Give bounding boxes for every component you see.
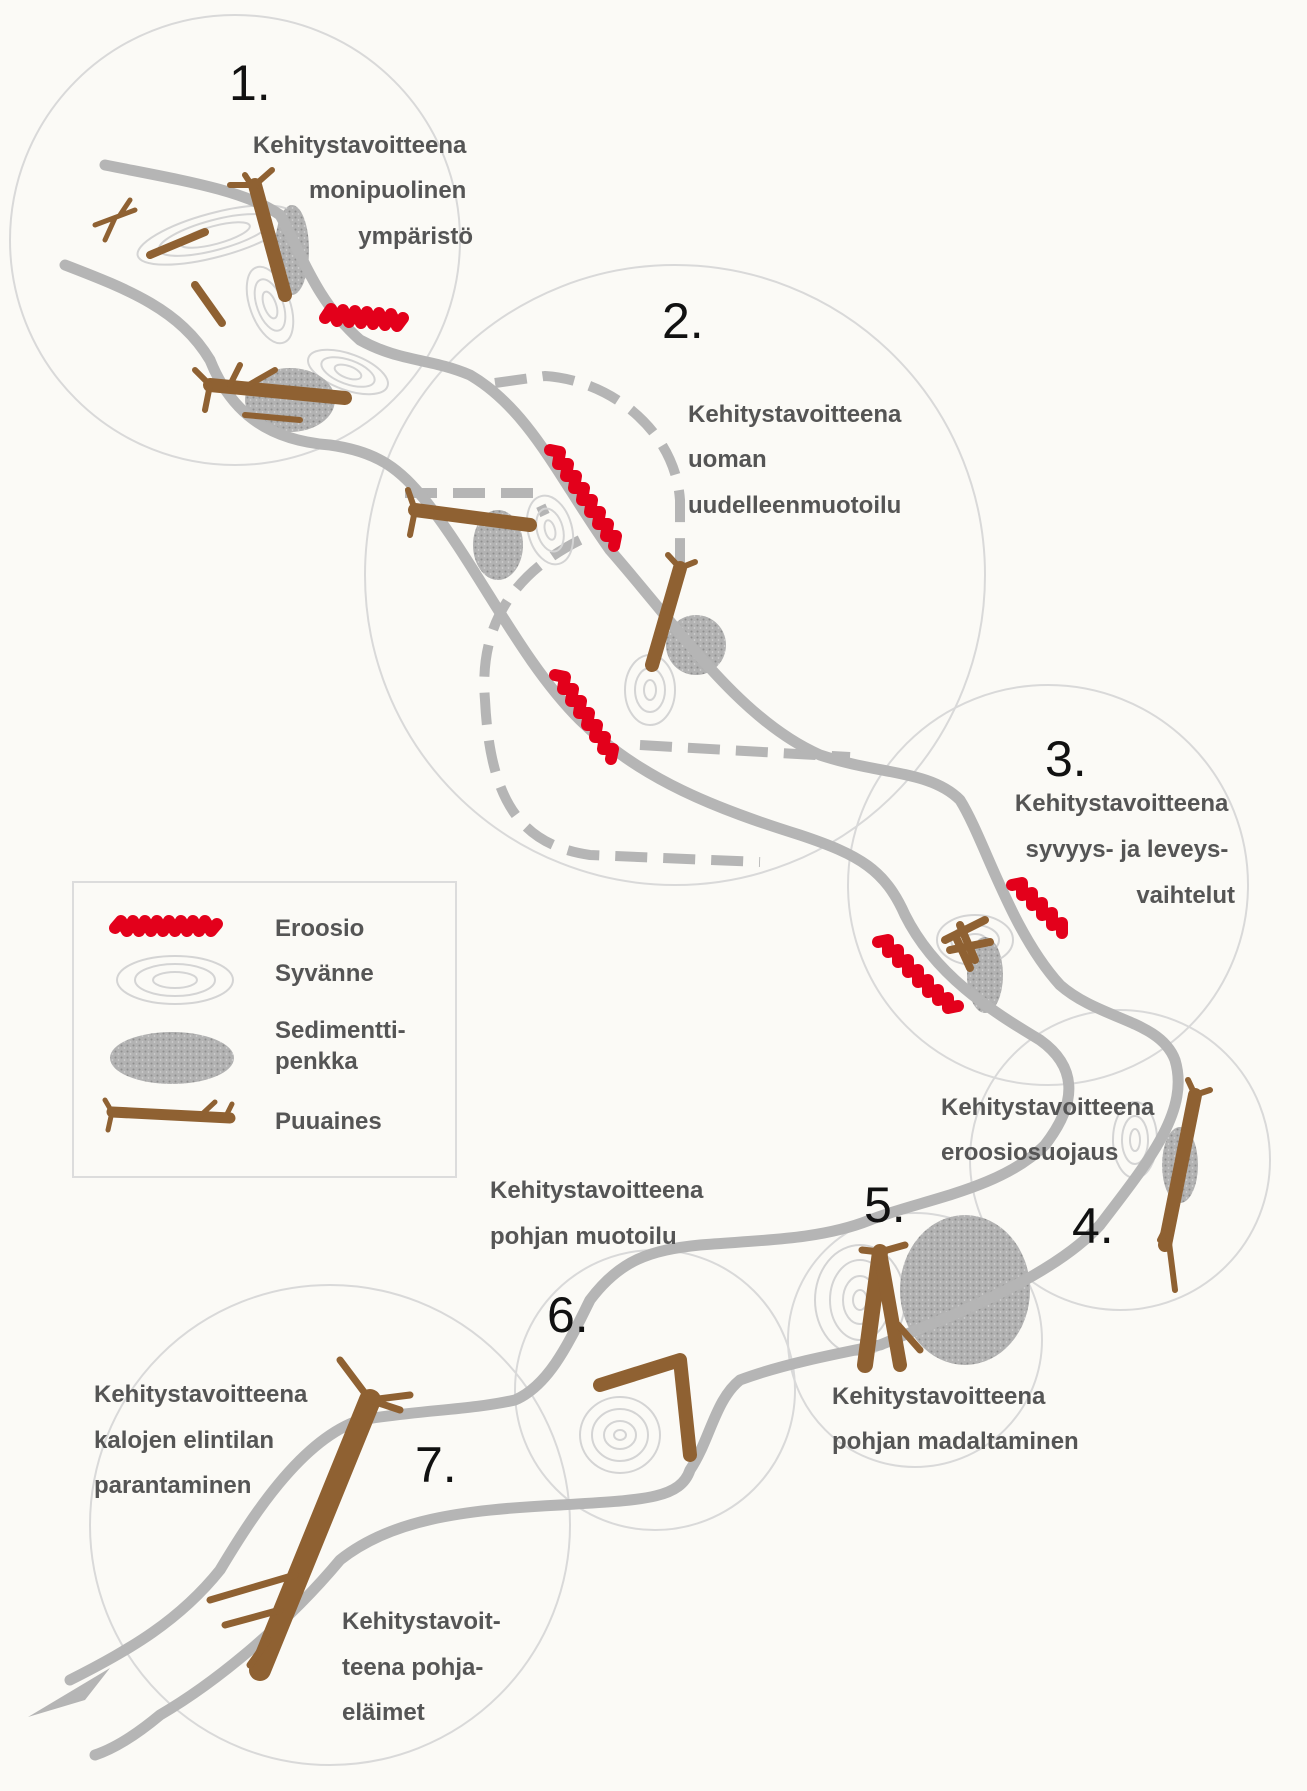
legend-erosion-symbol	[115, 921, 217, 931]
zone-goal-3: Kehitystavoitteena syvyys- ja leveys- va…	[1015, 790, 1235, 909]
zone-number-4: 4.	[1072, 1198, 1114, 1254]
erosion-marker	[555, 675, 613, 759]
zone-number-3: 3.	[1045, 731, 1087, 787]
wood-log	[195, 285, 222, 323]
wood-log	[95, 200, 135, 240]
dashed-channel-lower	[484, 540, 760, 862]
redesigned-channel-outline	[405, 376, 850, 862]
legend-label-erosion: Eroosio	[275, 915, 364, 942]
zone-number-5: 5.	[864, 1177, 906, 1233]
erosion-marker	[325, 309, 403, 326]
zone-goal-bottom-fauna: Kehitystavoit- teena pohja- eläimet	[342, 1608, 507, 1726]
zone-goal-2: Kehitystavoitteena uoman uudelleenmuotoi…	[688, 401, 908, 519]
dashed-channel-upper	[495, 376, 680, 585]
zone-number-2: 2.	[662, 293, 704, 349]
zone-goal-6: Kehitystavoitteena pohjan muotoilu	[490, 1177, 710, 1250]
pool-marker	[580, 1397, 660, 1473]
erosion-marker	[550, 450, 616, 546]
zone-goal-5: Kehitystavoitteena pohjan madaltaminen	[832, 1383, 1079, 1455]
legend-label-wood: Puuaines	[275, 1108, 382, 1135]
zone-number-7: 7.	[415, 1437, 457, 1493]
zone-number-1: 1.	[229, 55, 271, 111]
wood-log	[600, 1360, 690, 1455]
wood-log	[150, 232, 205, 255]
legend: Eroosio Syvänne Sedimentti- penkka	[73, 882, 456, 1177]
legend-label-pool: Syvänne	[275, 960, 374, 987]
zone-number-6: 6.	[547, 1287, 589, 1343]
legend-sediment-symbol	[110, 1032, 234, 1084]
